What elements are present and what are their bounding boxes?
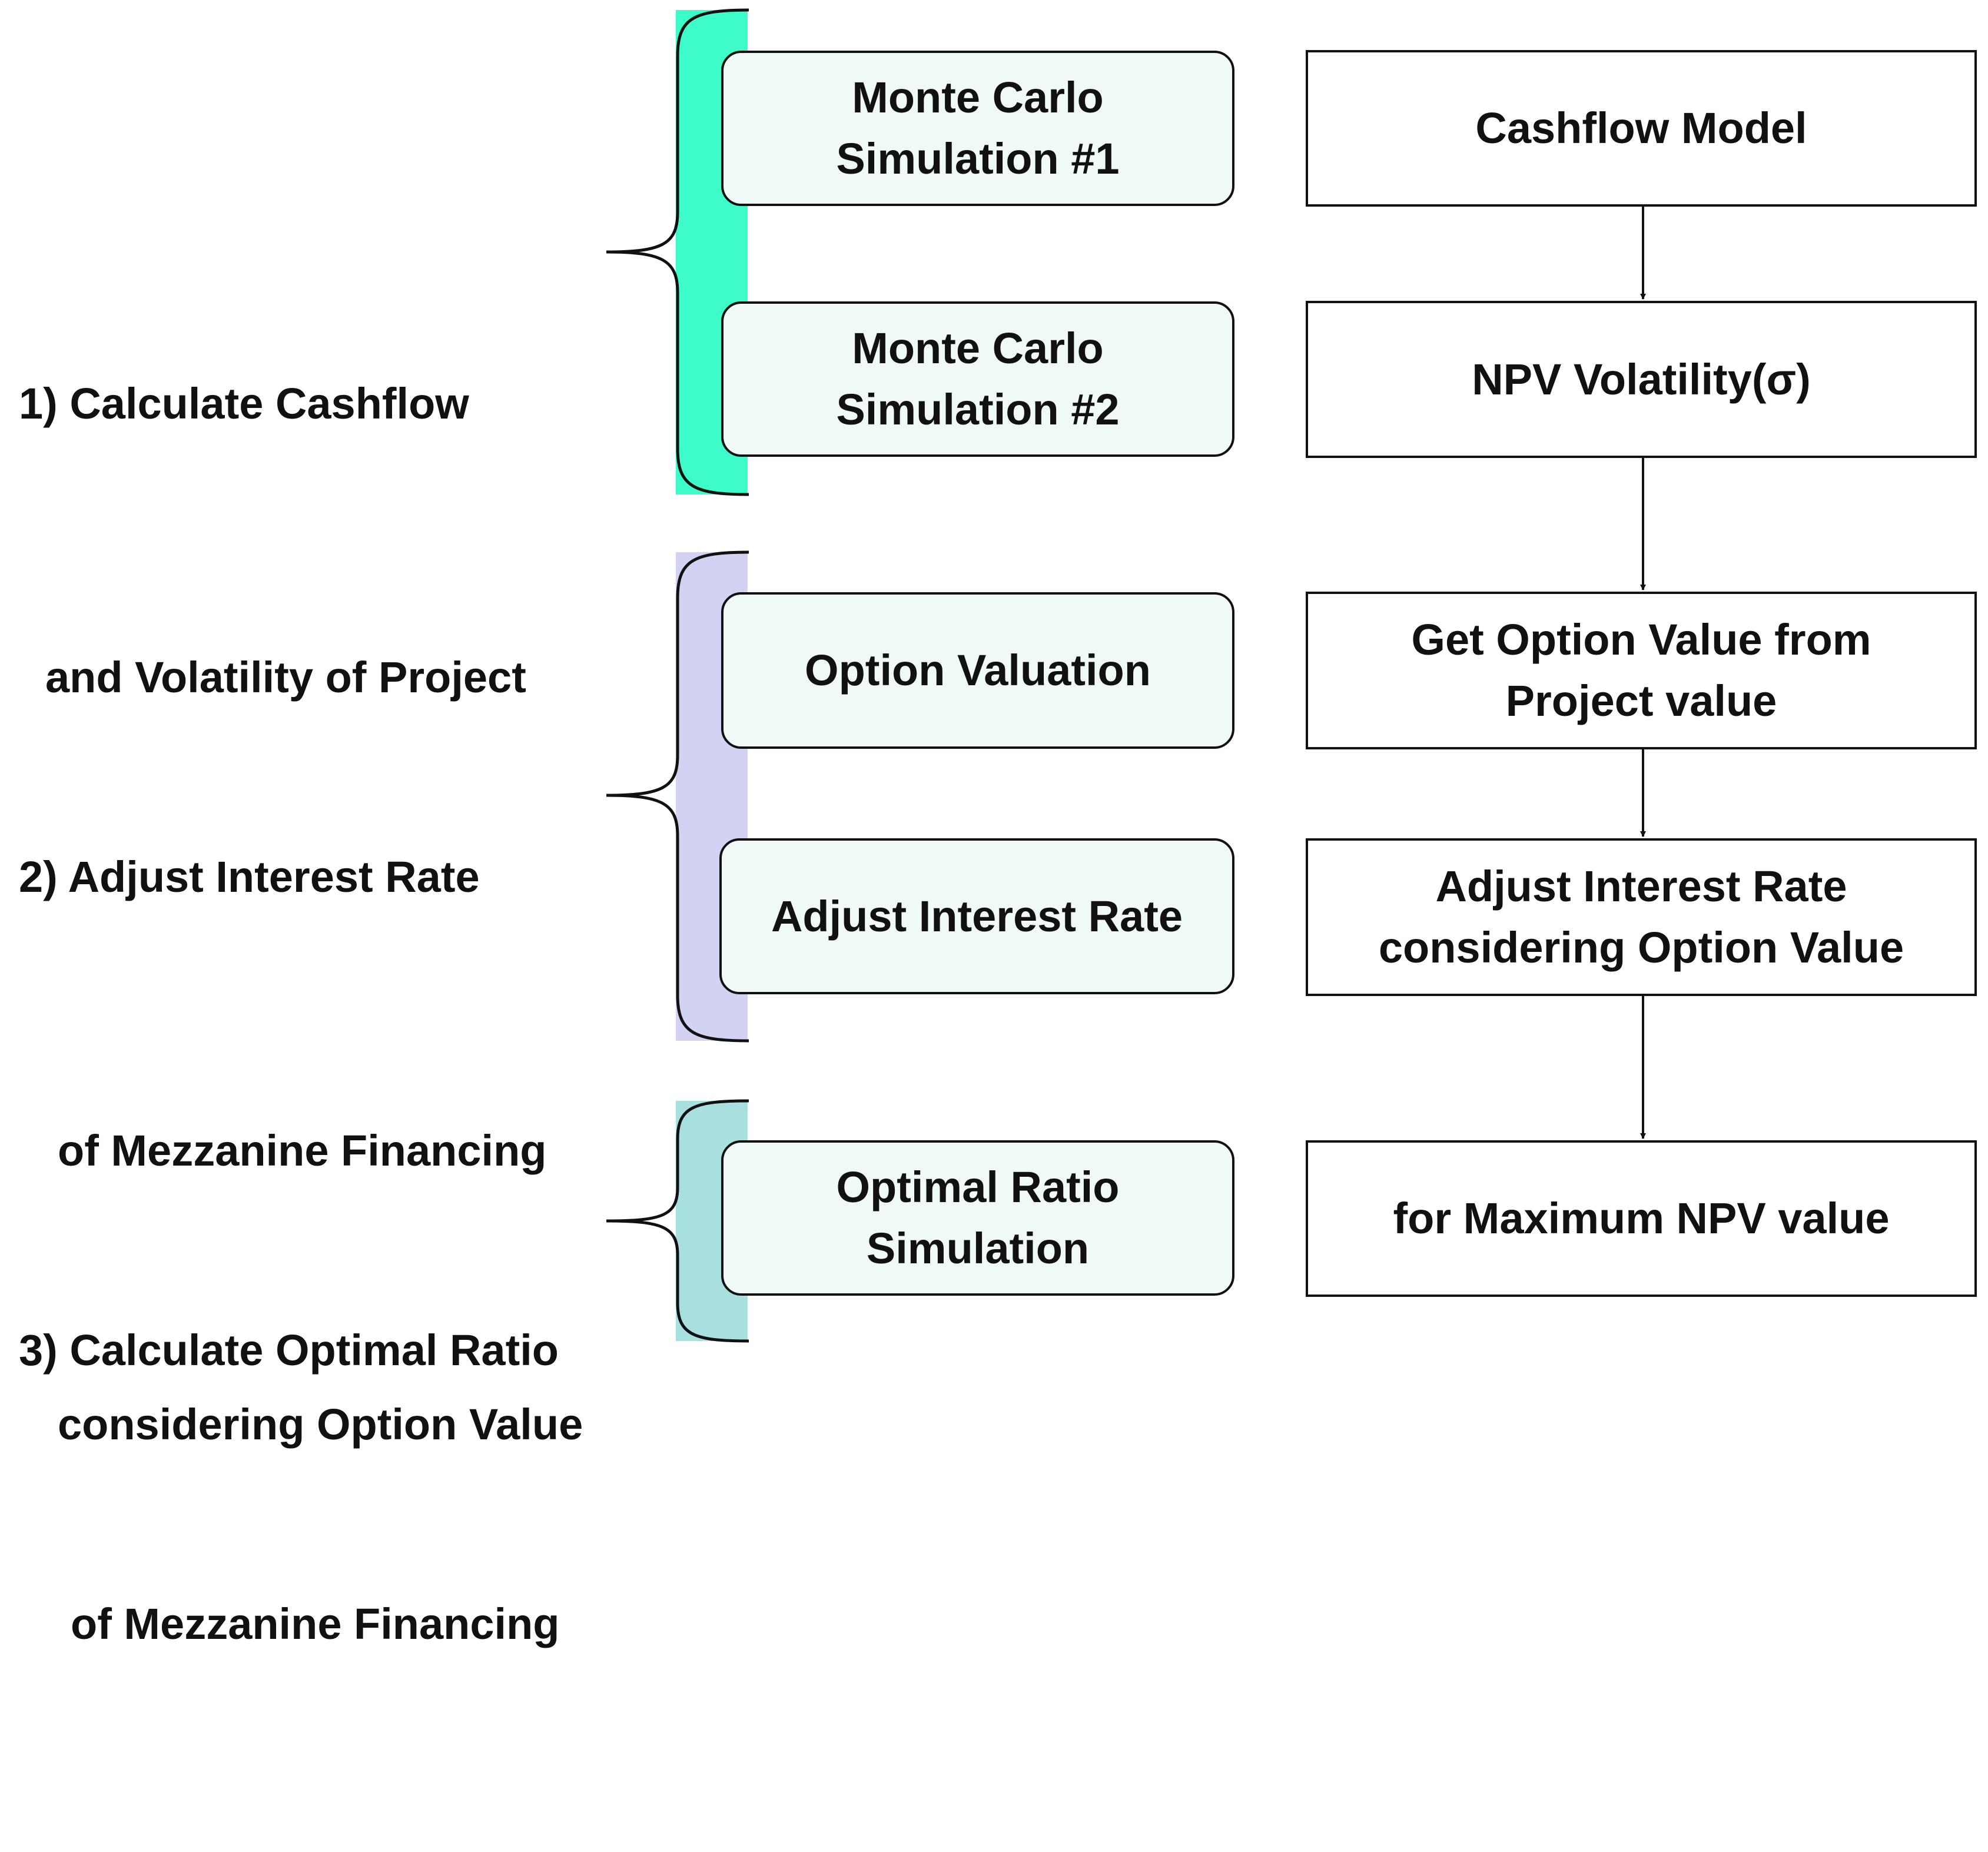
step-box-text: for Maximum NPV value xyxy=(1393,1188,1889,1249)
method-box-line: Optimal Ratio xyxy=(836,1163,1120,1212)
step-box-adjust-interest-rate: Adjust Interest Rate considering Option … xyxy=(1306,838,1977,996)
stage1-label: 1) Calculate Cashflow and Volatility of … xyxy=(19,175,526,905)
method-box-line: Simulation #1 xyxy=(836,134,1120,183)
method-box-text: Adjust Interest Rate xyxy=(771,886,1183,947)
stage3-label-line: of Mezzanine Financing xyxy=(71,1599,560,1648)
method-box-adjust-interest-rate: Adjust Interest Rate xyxy=(719,838,1234,994)
method-box-line: Monte Carlo xyxy=(852,73,1104,122)
step-box-line: considering Option Value xyxy=(1378,923,1904,972)
step-box-npv-volatility: NPV Volatility(σ) xyxy=(1306,301,1977,458)
stage1-label-line: 1) Calculate Cashflow xyxy=(19,379,469,428)
stage3-label-line: 3) Calculate Optimal Ratio xyxy=(19,1326,559,1375)
method-box-text: Monte Carlo Simulation #2 xyxy=(836,318,1119,440)
step-box-line: Get Option Value from xyxy=(1411,615,1871,664)
method-box-text: Option Valuation xyxy=(805,640,1151,701)
method-box-line: Simulation #2 xyxy=(836,385,1120,434)
method-box-monte-carlo-1: Monte Carlo Simulation #1 xyxy=(721,51,1234,206)
stage2-label-line: of Mezzanine Financing xyxy=(58,1126,547,1175)
step-box-cashflow-model: Cashflow Model xyxy=(1306,50,1977,207)
method-box-text: Optimal Ratio Simulation xyxy=(836,1157,1119,1279)
step-box-line: for Maximum NPV value xyxy=(1393,1194,1890,1243)
step-box-text: Cashflow Model xyxy=(1475,98,1807,159)
method-box-text: Monte Carlo Simulation #1 xyxy=(836,67,1119,190)
step-box-maximum-npv: for Maximum NPV value xyxy=(1306,1140,1977,1297)
step-box-get-option-value: Get Option Value from Project value xyxy=(1306,592,1977,749)
stage2-label-line: 2) Adjust Interest Rate xyxy=(19,852,480,901)
method-box-optimal-ratio-simulation: Optimal Ratio Simulation xyxy=(721,1140,1234,1296)
method-box-monte-carlo-2: Monte Carlo Simulation #2 xyxy=(721,301,1234,457)
method-box-line: Option Valuation xyxy=(805,646,1151,695)
flow-diagram: 1) Calculate Cashflow and Volatility of … xyxy=(19,8,1977,1648)
step-box-text: NPV Volatility(σ) xyxy=(1472,349,1811,410)
step-box-text: Get Option Value from Project value xyxy=(1411,609,1871,732)
method-box-option-valuation: Option Valuation xyxy=(721,592,1234,749)
stage3-label: 3) Calculate Optimal Ratio of Mezzanine … xyxy=(19,1122,559,1852)
method-box-line: Adjust Interest Rate xyxy=(771,891,1183,941)
step-box-line: Adjust Interest Rate xyxy=(1435,862,1847,911)
method-box-line: Monte Carlo xyxy=(852,324,1104,373)
step-box-line: Project value xyxy=(1505,676,1777,725)
step-box-line: NPV Volatility(σ) xyxy=(1472,354,1811,404)
method-box-line: Simulation xyxy=(866,1224,1090,1273)
stage1-label-line: and Volatility of Project xyxy=(45,653,526,702)
step-box-text: Adjust Interest Rate considering Option … xyxy=(1379,856,1904,978)
step-box-line: Cashflow Model xyxy=(1475,104,1807,152)
